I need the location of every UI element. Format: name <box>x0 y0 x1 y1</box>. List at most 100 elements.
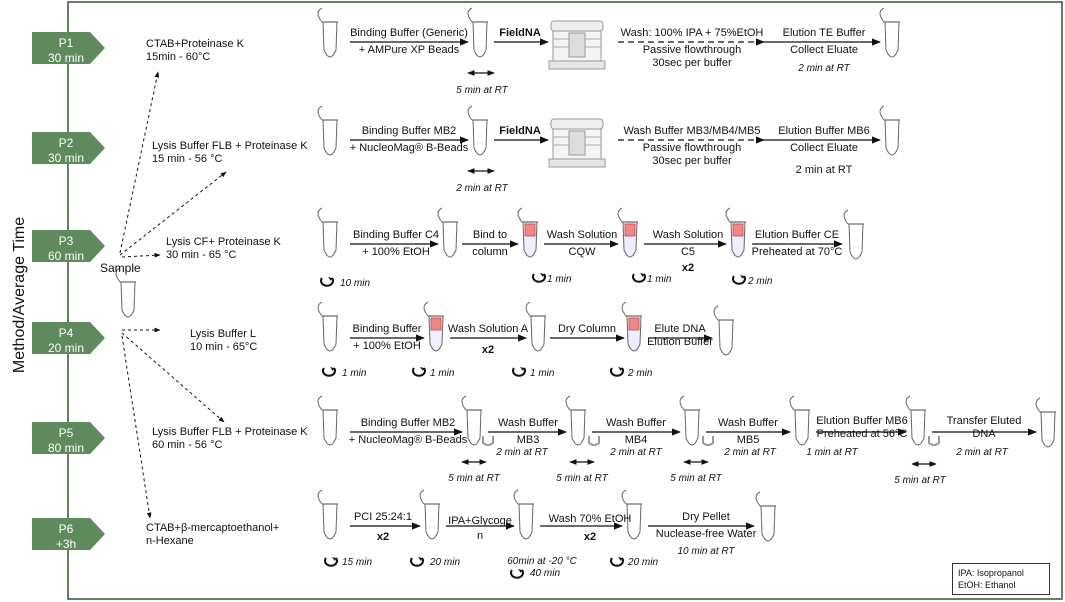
p6-dry-1: Dry Pellet <box>682 511 730 523</box>
p5-w3-2: MB5 <box>736 434 760 446</box>
main-border <box>67 1 1063 600</box>
p6-wash: Wash 70% EtOH <box>548 513 632 525</box>
legend-ipa: IPA: Isopropanol <box>958 568 1024 578</box>
p4-elute-time: 2 min <box>628 368 653 379</box>
p5-w1-rt: 5 min at RT <box>556 473 608 484</box>
p5-w2-time: 2 min at RT <box>610 447 662 458</box>
abbreviation-legend: IPA: Isopropanol EtOH: Ethanol <box>952 563 1050 595</box>
p2-wash-2: Passive flowthrough <box>642 142 742 154</box>
p3-wash2-2: C5 <box>680 246 696 258</box>
lysis-p6: CTAB+β-mercaptoethanol+n-Hexane <box>146 522 280 547</box>
p4-wash-1: Wash Solution A <box>447 323 529 335</box>
p6-dry-time: 10 min at RT <box>677 546 735 557</box>
badge-p4 <box>32 322 105 354</box>
sample-arrows <box>119 71 227 519</box>
p5-w3-time: 2 min at RT <box>724 447 776 458</box>
p2-wash-1: Wash Buffer MB3/MB4/MB5 <box>623 125 761 137</box>
p2-elute-2: Collect Eluate <box>790 142 858 154</box>
p1-bind-2: + AMPure XP Beads <box>358 44 460 56</box>
p4-bind-time: 1 min <box>342 368 367 379</box>
p3-col-2: column <box>472 246 508 258</box>
p5-transfer-2: DNA <box>972 428 996 440</box>
p4-wash-time: 1 min <box>430 368 455 379</box>
p5-w2-2: MB4 <box>624 434 648 446</box>
p2-device: FieldNA <box>499 125 541 137</box>
p3-wash1-2: CQW <box>568 246 596 258</box>
legend-etoh: EtOH: Ethanol <box>958 580 1016 590</box>
p5-w1-1: Wash Buffer <box>498 417 558 429</box>
p5-bind-1: Binding Buffer MB2 <box>360 417 456 429</box>
p2-wash-3: 30sec per buffer <box>652 155 732 167</box>
p5-w1-2: MB3 <box>516 434 540 446</box>
p2-bind-time: 2 min at RT <box>456 183 508 194</box>
row-p6 <box>317 489 777 579</box>
p2-elute-time: 2 min at RT <box>795 164 853 176</box>
p3-col-time: 1 min <box>547 274 572 285</box>
p6-pci: PCI 25:24:1 <box>353 511 413 523</box>
p1-elute-2: Collect Eluate <box>790 44 858 56</box>
badge-p3 <box>32 230 105 262</box>
p6-t2-time: 20 min <box>430 557 461 568</box>
p3-elute-2: Preheated at 70°C <box>751 246 843 258</box>
p4-elute-2: Elution Buffer <box>647 336 713 348</box>
badge-p1 <box>32 32 105 64</box>
p4-wash-x: x2 <box>481 344 495 356</box>
p3-bind-2: + 100% EtOH <box>362 246 430 258</box>
p5-transfer-1: Transfer Eluted <box>946 415 1022 427</box>
row-p4 <box>317 301 735 377</box>
p2-bind-2: + NucleoMag® B-Beads <box>349 142 469 154</box>
sample-label: Sample <box>100 261 141 275</box>
p5-w3-1: Wash Buffer <box>718 417 778 429</box>
p4-bind-1: Binding Buffer <box>352 323 422 335</box>
p6-wash-time: 20 min <box>628 557 659 568</box>
p3-wash2-1: Wash Solution <box>652 229 724 241</box>
p5-w2-1: Wash Buffer <box>606 417 666 429</box>
p5-elute-1: Elution Buffer MB6 <box>816 415 908 427</box>
row-p2 <box>317 105 901 174</box>
p4-dry-1: Dry Column <box>557 323 617 335</box>
p5-bind-time: 5 min at RT <box>448 473 500 484</box>
p4-bind-2: + 100% EtOH <box>353 340 421 352</box>
p3-wash1-time: 1 min <box>647 274 672 285</box>
p5-transfer-time: 2 min at RT <box>956 447 1008 458</box>
p1-wash-1: Wash: 100% IPA + 75%EtOH <box>620 27 764 39</box>
p6-ipa-time2: 40 min <box>530 568 561 579</box>
p3-col-1: Bind to <box>472 229 508 241</box>
sample-tube <box>115 267 137 318</box>
badge-p6 <box>32 518 105 550</box>
p3-wash2-x: x2 <box>681 262 695 274</box>
badge-p6-label: P6+3h <box>55 522 77 551</box>
p6-pci-time: 15 min <box>342 557 373 568</box>
p1-wash-3: 30sec per buffer <box>652 57 732 69</box>
row-p1 <box>317 7 901 76</box>
p6-dry-2: Nuclease-free Water <box>655 528 757 540</box>
p5-elute-rt: 5 min at RT <box>894 475 946 486</box>
p5-bind-2: + NucleoMag® B-Beads <box>348 434 468 446</box>
p3-wash2-time: 2 min <box>748 276 773 287</box>
badge-p5 <box>32 422 105 454</box>
p6-ipa-time1: 60min at -20 °C <box>507 556 577 567</box>
p1-bind-1: Binding Buffer (Generic) <box>350 27 468 39</box>
p3-bind-time: 10 min <box>340 278 371 289</box>
p4-elute-1: Elute DNA <box>654 323 706 335</box>
p3-elute-1: Elution Buffer CE <box>754 229 840 241</box>
p1-elute-time: 2 min at RT <box>798 63 850 74</box>
p6-ipa-1: IPA+Glycoge <box>448 515 512 527</box>
y-axis-label: Method/Average Time <box>11 216 28 374</box>
protocol-badges <box>32 32 105 550</box>
p5-elute-time: 1 min at RT <box>806 447 858 458</box>
badge-p2 <box>32 132 105 164</box>
p5-elute-2: Preheated at 56°C <box>816 428 908 440</box>
p1-wash-2: Passive flowthrough <box>642 44 742 56</box>
